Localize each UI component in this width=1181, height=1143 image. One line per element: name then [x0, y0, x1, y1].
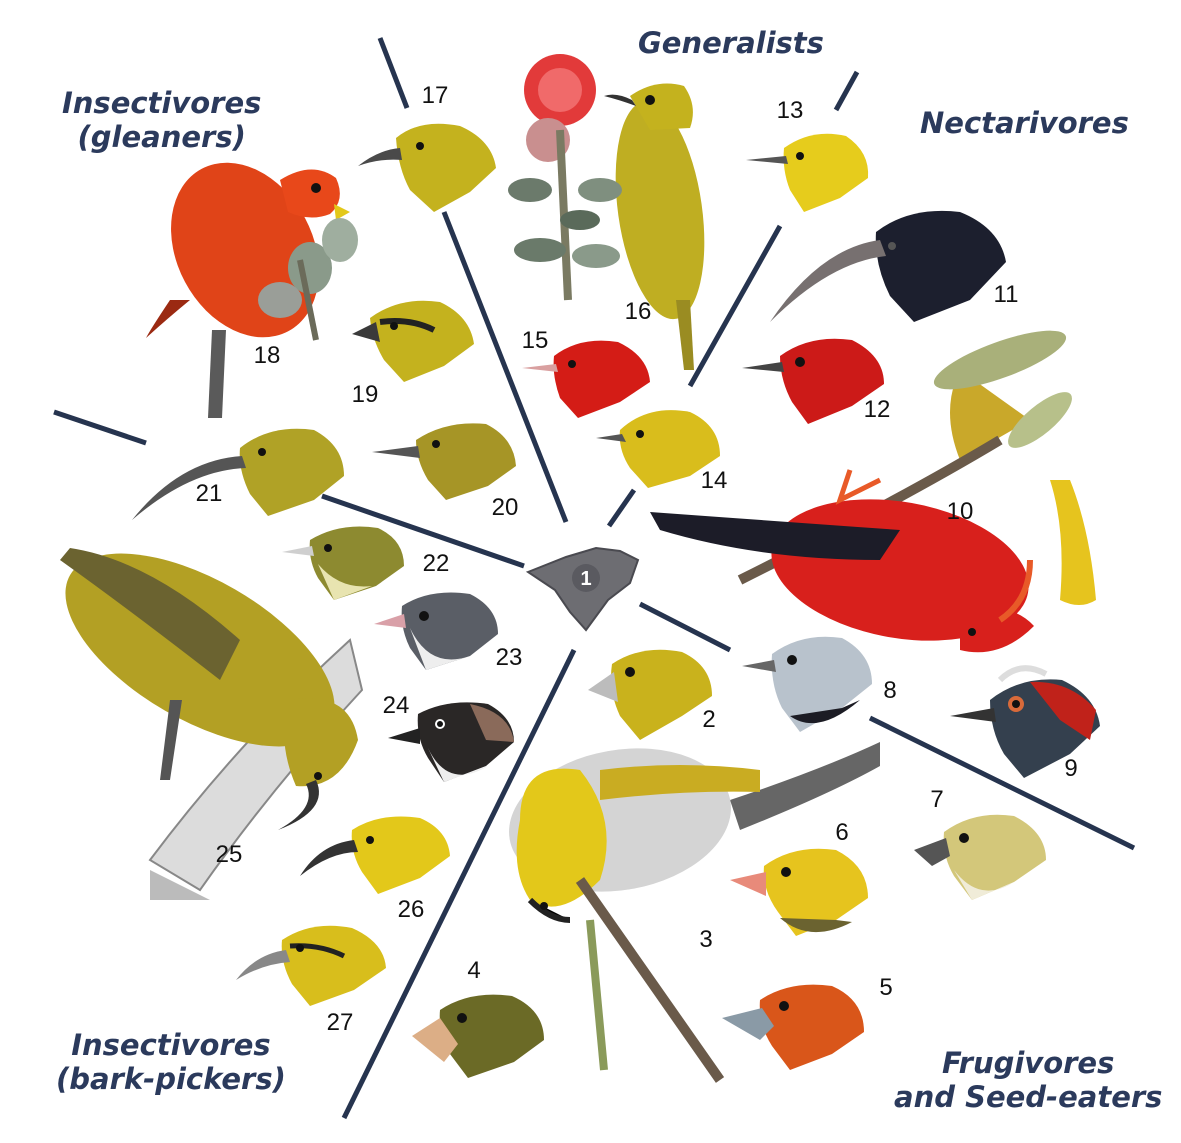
bird-4-illustration — [412, 995, 544, 1078]
label-generalists: Generalists — [638, 26, 824, 60]
bird-7-number: 7 — [930, 786, 943, 813]
bird-5-number: 5 — [879, 974, 892, 1001]
generalists-text: Generalists — [638, 26, 824, 60]
bird-21-illustration — [132, 429, 344, 520]
bird-6-number: 6 — [835, 819, 848, 846]
bird-18-illustration — [142, 137, 358, 418]
bird-15-number: 15 — [522, 327, 549, 354]
label-insectivores-gleaners: Insectivores (gleaners) — [62, 86, 261, 154]
bird-23-number: 23 — [496, 644, 523, 671]
bird-10-number: 10 — [947, 498, 974, 525]
divider-left-edge — [54, 412, 146, 443]
bird-25-number: 25 — [216, 841, 243, 868]
divider-nectar-frugivores — [640, 604, 730, 650]
bird-26-number: 26 — [398, 896, 425, 923]
bird-19-number: 19 — [352, 381, 379, 408]
bird-4-number: 4 — [467, 957, 480, 984]
bird-11-illustration — [770, 211, 1006, 322]
bird-22-number: 22 — [423, 550, 450, 577]
bird-13-illustration — [746, 134, 868, 212]
bird-26-illustration — [300, 817, 450, 895]
center-ancestor-silhouette: 1 — [528, 548, 638, 630]
center-number: 1 — [580, 568, 591, 590]
bird-3-number: 3 — [699, 926, 712, 953]
bird-16-number: 16 — [625, 298, 652, 325]
bird-17-number: 17 — [422, 82, 449, 109]
bird-19-illustration — [352, 301, 474, 382]
bird-20-illustration — [372, 423, 516, 500]
bark-pickers-line-2: (bark-pickers) — [56, 1062, 286, 1096]
bird-7-illustration — [914, 815, 1046, 900]
bird-24-number: 24 — [383, 692, 410, 719]
bird-22-illustration — [282, 527, 404, 601]
divider-top-left — [380, 38, 407, 108]
bird-17-illustration — [358, 124, 496, 212]
bird-21-number: 21 — [196, 480, 223, 507]
bird-9-number: 9 — [1064, 755, 1077, 782]
frugivores-line-1: Frugivores — [894, 1046, 1162, 1080]
bird-2-illustration — [588, 650, 712, 740]
bird-8-number: 8 — [883, 677, 896, 704]
bird-13-number: 13 — [777, 97, 804, 124]
label-nectarivores: Nectarivores — [920, 106, 1129, 140]
bird-23-illustration — [374, 593, 498, 671]
bird-5-illustration — [722, 985, 864, 1070]
gleaners-line-1: Insectivores — [62, 86, 261, 120]
bird-27-illustration — [236, 926, 386, 1006]
frugivores-line-2: and Seed-eaters — [894, 1080, 1162, 1114]
gleaners-line-2: (gleaners) — [62, 120, 261, 154]
label-frugivores-seed-eaters: Frugivores and Seed-eaters — [894, 1046, 1162, 1114]
bird-12-number: 12 — [864, 396, 891, 423]
label-insectivores-bark-pickers: Insectivores (bark-pickers) — [56, 1028, 286, 1096]
bird-27-number: 27 — [327, 1009, 354, 1036]
bird-18-number: 18 — [254, 342, 281, 369]
bird-2-number: 2 — [702, 706, 715, 733]
bird-14-number: 14 — [701, 467, 728, 494]
nectarivores-text: Nectarivores — [920, 106, 1129, 140]
bird-16-illustration — [508, 54, 717, 370]
ohia-flower — [508, 54, 622, 300]
divider-top-right — [836, 72, 857, 110]
bird-8-illustration — [742, 637, 872, 732]
divider-nectar-center — [609, 490, 634, 526]
bird-20-number: 20 — [492, 494, 519, 521]
bark-pickers-line-1: Insectivores — [56, 1028, 286, 1062]
bird-6-illustration — [730, 849, 868, 936]
bird-11-number: 11 — [994, 281, 1019, 308]
